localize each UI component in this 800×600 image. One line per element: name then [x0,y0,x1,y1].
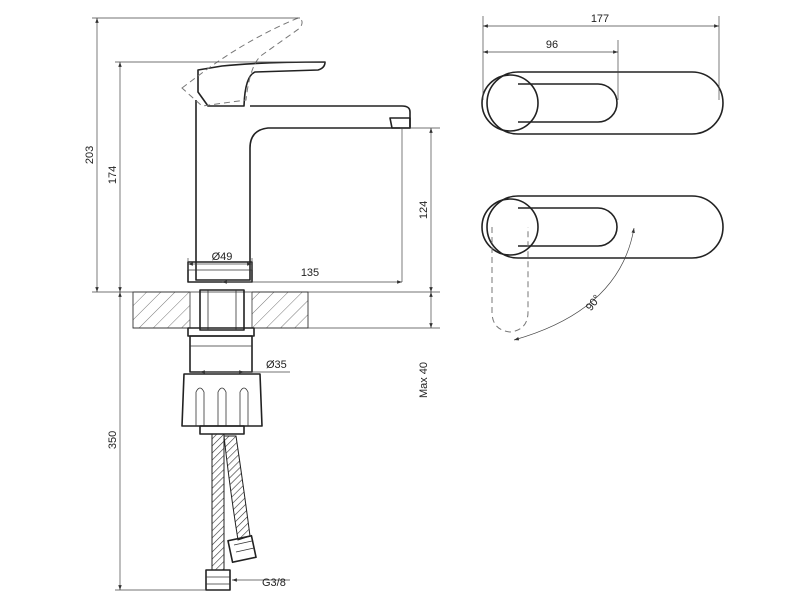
dim-reach: 135 [301,267,319,279]
dim-top-length: 177 [591,13,609,25]
dim-handle-length: 96 [546,39,558,51]
dim-connection: G3/8 [262,577,286,589]
top-view-closed [481,71,724,135]
dim-overall-height: 203 [84,146,96,164]
dimension-lines [95,18,433,590]
dim-hose-length: 350 [107,431,119,449]
dim-shank-diameter: Ø35 [266,359,287,371]
top-view: 177 96 90° [481,13,724,341]
dim-rotation-angle: 90° [584,293,604,314]
supply-hoses [205,433,257,591]
dim-spout-height: 174 [107,166,119,184]
faucet-body [181,17,411,435]
dim-max-thickness: Max 40 [418,362,430,398]
extension-lines [92,17,440,591]
side-view: 203 174 124 Max 40 350 Ø49 135 Ø35 G3/8 [84,17,440,591]
countertop-section [132,290,309,330]
top-view-rotated [481,195,724,341]
dim-outlet-height: 124 [418,201,430,219]
dim-base-diameter: Ø49 [212,251,233,263]
